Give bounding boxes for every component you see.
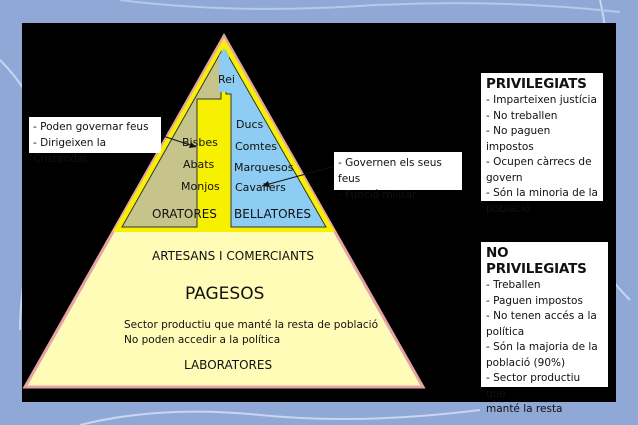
- privilegiats-item: - No treballen: [486, 109, 558, 122]
- sector-line-1: Sector productiu que manté la resta de p…: [124, 319, 379, 331]
- no-privilegiats-box: NO PRIVILEGIATS - Treballen - Paguen imp…: [481, 242, 608, 415]
- arrow-bellatores-head: [262, 181, 270, 187]
- clergy-bisbes: Bisbes: [182, 136, 218, 149]
- privilegiats-item: - Imparteixen justícia: [486, 94, 597, 106]
- bellatores-callout-line-2: - Funció militar: [338, 189, 417, 201]
- no-privilegiats-item: - Són la majoria de la: [486, 341, 598, 353]
- no-privilegiats-title: NO PRIVILEGIATS: [486, 245, 587, 277]
- sector-line-2: No poden accedir a la política: [124, 334, 281, 346]
- clergy-abats: Abats: [183, 158, 215, 171]
- rei-label: Rei: [218, 73, 235, 86]
- no-privilegiats-item: - No tenen accés a la: [486, 310, 597, 322]
- privilegiats-item: govern: [486, 171, 523, 184]
- no-privilegiats-item: - Treballen: [486, 279, 541, 291]
- nobility-ducs: Ducs: [236, 118, 264, 131]
- arrow-oratores-head: [189, 142, 196, 148]
- privilegiats-item: - Són la minoria de la: [486, 187, 598, 199]
- no-privilegiats-item: - Sector productiu que: [486, 372, 581, 400]
- no-privilegiats-item: - Paguen impostos: [486, 294, 583, 307]
- bellatores-callout: - Governen els seus feus - Funció milita…: [334, 152, 462, 201]
- bellatores-callout-line-1: - Governen els seus feus: [338, 157, 442, 185]
- oratores-callout-line-1: - Poden governar feus: [33, 121, 149, 133]
- pagesos-label: PAGESOS: [185, 284, 265, 304]
- privilegiats-item: - No paguen impostos: [486, 125, 551, 153]
- artesans-label: ARTESANS I COMERCIANTS: [152, 249, 314, 263]
- rei-region: [219, 48, 229, 92]
- privilegiats-box: PRIVILEGIATS - Imparteixen justícia - No…: [481, 73, 603, 215]
- laboratores-label: LABORATORES: [184, 358, 273, 372]
- no-privilegiats-item: política: [486, 325, 525, 338]
- bellatores-label: BELLATORES: [234, 207, 312, 221]
- oratores-callout: - Poden governar feus - Dirigeixen la Cr…: [29, 117, 161, 165]
- oratores-label: ORATORES: [152, 207, 217, 221]
- privilegiats-item: - Ocupen càrrecs de: [486, 156, 592, 168]
- nobility-cavallers: Cavallers: [235, 181, 286, 194]
- oratores-callout-line-2: - Dirigeixen la Cristandat: [33, 137, 107, 165]
- arrow-bellatores: [261, 165, 336, 187]
- no-privilegiats-item: població (90%): [486, 356, 566, 369]
- nobility-marquesos: Marquesos: [234, 161, 294, 174]
- nobility-comtes: Comtes: [235, 140, 277, 153]
- privilegiats-item: població: [486, 202, 531, 215]
- no-privilegiats-item: manté la resta: [486, 403, 563, 415]
- privilegiats-title: PRIVILEGIATS: [486, 76, 587, 92]
- clergy-monjos: Monjos: [181, 180, 220, 193]
